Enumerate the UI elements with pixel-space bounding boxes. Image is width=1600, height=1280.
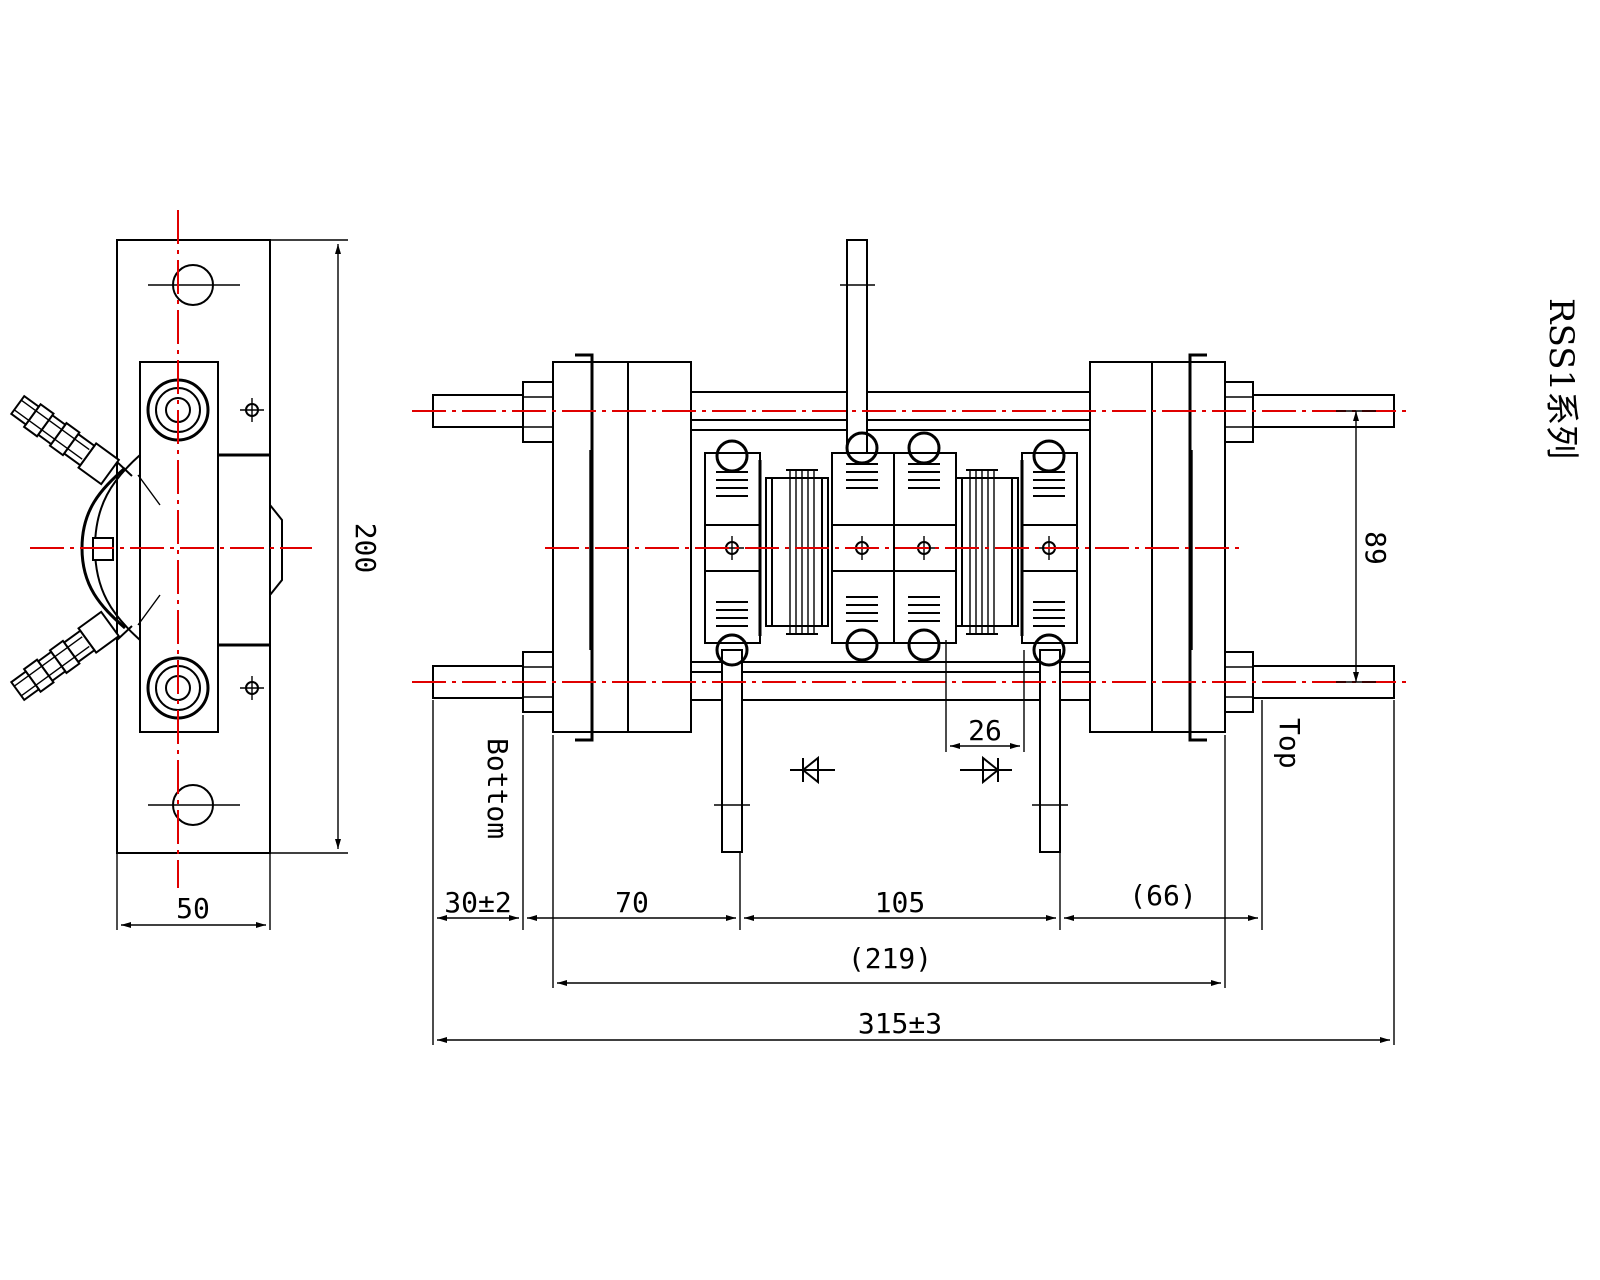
disc-device-left: [765, 469, 829, 635]
dim-105: 105: [875, 886, 926, 919]
terminal-mark-top: [240, 398, 264, 422]
mounting-hole-bottom: [148, 784, 240, 826]
label-top: Top: [1273, 718, 1306, 769]
coil-fitting-1-top: [715, 439, 749, 497]
bottom-terminal-lug-left: [714, 649, 750, 853]
coil-fitting-2-top: [845, 431, 879, 489]
diode-symbol-right: [960, 755, 1012, 785]
dim-315: 315±3: [858, 1007, 942, 1040]
terminal-mark-bottom: [240, 676, 264, 700]
hose-fitting-top: [9, 394, 121, 486]
coil-fitting-4-bottom: [1032, 601, 1066, 667]
dim-219: (219): [848, 942, 932, 975]
dim-89: 89: [1359, 531, 1392, 565]
label-bottom: Bottom: [481, 738, 514, 839]
bottom-terminal-lug-right: [1032, 649, 1068, 853]
dim-26: 26: [968, 714, 1002, 747]
dim-66: (66): [1129, 879, 1196, 912]
dim-70: 70: [615, 886, 649, 919]
disc-device-right: [955, 469, 1019, 635]
series-title: RSS1系列: [1541, 298, 1581, 459]
coil-fitting-4-top: [1032, 439, 1066, 497]
dim-50: 50: [176, 892, 210, 925]
coil-fitting-3-top: [907, 431, 941, 489]
dim-30: 30±2: [444, 886, 511, 919]
top-terminal-lug: [840, 239, 875, 461]
diode-symbol-left: [790, 755, 835, 785]
coil-fitting-1-bottom: [715, 601, 749, 667]
hose-fitting-bottom: [9, 610, 121, 702]
coil-fitting-3-bottom: [907, 596, 941, 662]
side-view: 200 50: [9, 210, 382, 930]
mounting-hole-top: [148, 264, 240, 306]
coil-fitting-2-bottom: [845, 596, 879, 662]
dim-200: 200: [349, 523, 382, 574]
front-view: Bottom Top 89 26 30±2 70 105 (66) (219): [412, 239, 1412, 1045]
